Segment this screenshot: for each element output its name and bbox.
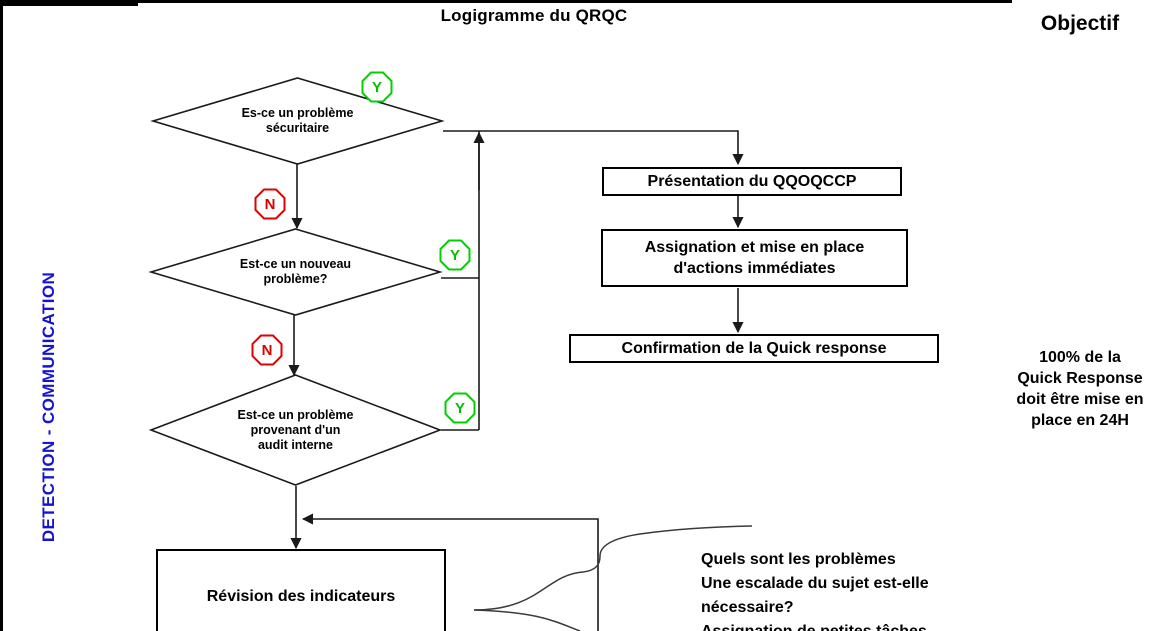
process-box-presentation-qqoqccp[interactable]: Présentation du QQOQCCP bbox=[602, 167, 902, 196]
annotation-note-text: Quels sont les problèmes Une escalade du… bbox=[701, 551, 929, 631]
objectif-column-divider bbox=[0, 583, 3, 631]
objectif-header-divider bbox=[0, 3, 138, 6]
objectif-column-title: Objectif bbox=[1040, 12, 1120, 35]
decision-node-securite[interactable]: Es-ce un problème sécuritaire bbox=[150, 77, 445, 165]
no-badge-securite: N bbox=[254, 188, 286, 220]
process-box-assignation-actions[interactable]: Assignation et mise en place d'actions i… bbox=[601, 229, 908, 287]
yes-badge-securite: Y bbox=[361, 71, 393, 103]
process-box-revision-indicateurs[interactable]: Révision des indicateurs bbox=[156, 549, 446, 631]
no-badge-label: N bbox=[261, 341, 273, 359]
swimlane-divider-line bbox=[0, 6, 3, 583]
yes-badge-label: Y bbox=[371, 78, 382, 96]
header-divider-line bbox=[0, 0, 1012, 3]
yes-badge-audit-interne: Y bbox=[444, 392, 476, 424]
no-badge-label: N bbox=[264, 195, 276, 213]
no-badge-nouveau-probleme: N bbox=[251, 334, 283, 366]
decision-node-nouveau-probleme[interactable]: Est-ce un nouveau problème? bbox=[148, 228, 443, 316]
yes-badge-nouveau-probleme: Y bbox=[439, 239, 471, 271]
page-title: Logigramme du QRQC bbox=[440, 6, 628, 25]
decision-node-audit-interne[interactable]: Est-ce un problème provenant d'un audit … bbox=[148, 374, 443, 486]
process-box-confirmation-quick-response[interactable]: Confirmation de la Quick response bbox=[569, 334, 939, 363]
objectif-column-text: 100% de la Quick Response doit être mise… bbox=[1016, 349, 1144, 429]
swimlane-label-detection-communication: DETECTION - COMMUNICATION bbox=[39, 271, 58, 543]
yes-badge-label: Y bbox=[454, 399, 465, 417]
yes-badge-label: Y bbox=[449, 246, 460, 264]
